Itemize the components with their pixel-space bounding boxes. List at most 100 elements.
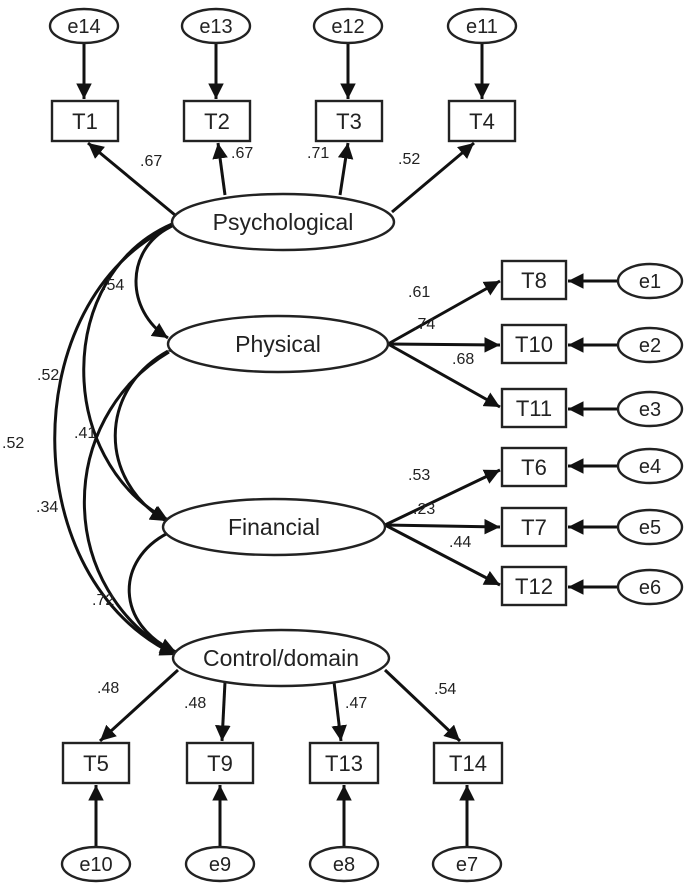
coef-psy-T3: .71 [307,145,329,162]
loading-paths [87,141,501,743]
svg-text:Psychological: Psychological [213,209,354,235]
svg-text:e14: e14 [67,16,100,38]
svg-text:T13: T13 [325,751,363,776]
indicator-T2: T2 [182,99,252,143]
error-e2: e2 [616,326,684,364]
error-e8: e8 [308,845,380,883]
svg-text:e12: e12 [331,16,364,38]
svg-text:T7: T7 [521,515,547,540]
indicator-T13: T13 [308,741,380,785]
coef-ctl-T9: .48 [184,695,206,712]
indicator-T4: T4 [447,99,517,143]
error-e12: e12 [312,7,384,45]
coef-phy-ctl: .34 [36,499,58,516]
svg-text:T9: T9 [207,751,233,776]
svg-text:e10: e10 [79,854,112,876]
svg-text:T5: T5 [83,751,109,776]
indicator-T1: T1 [50,99,120,143]
path-psy-T2 [212,142,228,196]
coef-psy-ctl: .52 [2,435,24,452]
corr-psy-ctl [53,212,190,657]
latent-physical: Physical [166,314,390,374]
error-nodes: e14 e13 e12 e11 e1 e2 e3 e4 e5 e6 e10 e9… [48,7,684,883]
latent-psychological: Psychological [170,192,396,252]
svg-text:e13: e13 [199,16,232,38]
coef-fin-T12: .44 [449,534,471,551]
path-fin-T12 [384,523,501,587]
latent-control-domain: Control/domain [171,628,391,688]
indicator-T5: T5 [61,741,131,785]
error-e6: e6 [616,568,684,606]
svg-text:T2: T2 [204,109,230,134]
indicator-T9: T9 [185,741,255,785]
indicator-nodes: T1 T2 T3 T4 T8 T10 T11 T6 T7 T12 T5 T9 T… [50,99,568,785]
coef-psy-T4: .52 [398,151,420,168]
error-e9: e9 [184,845,256,883]
coef-fin-T7: .23 [413,501,435,518]
error-e1: e1 [616,262,684,300]
path-psy-T1 [87,141,176,217]
path-fin-T7 [384,518,501,535]
svg-text:T3: T3 [336,109,362,134]
loading-labels: .67 .67 .71 .52 .61 .74 .68 .53 .23 .44 … [97,145,474,712]
svg-text:T14: T14 [449,751,487,776]
error-paths [76,44,618,847]
error-e10: e10 [60,845,132,883]
svg-text:e4: e4 [639,456,661,478]
svg-text:Control/domain: Control/domain [203,645,359,671]
error-e7: e7 [431,845,503,883]
corr-phy-ctl [82,337,187,657]
svg-text:e11: e11 [466,16,498,38]
path-phy-T10 [387,337,501,353]
svg-text:T10: T10 [515,332,553,357]
correlation-labels: .54 .52 .52 .41 .34 .72 [2,277,124,609]
latent-financial: Financial [161,497,387,557]
svg-text:T11: T11 [516,396,552,421]
path-phy-T11 [387,342,501,409]
svg-text:e3: e3 [639,399,661,421]
path-psy-T4 [391,141,475,214]
error-e14: e14 [48,7,120,45]
svg-text:T4: T4 [469,109,495,134]
svg-text:T12: T12 [515,574,553,599]
indicator-T14: T14 [432,741,504,785]
corr-fin-ctl [127,518,186,654]
svg-text:e2: e2 [639,335,661,357]
indicator-T6: T6 [500,446,568,488]
svg-text:Financial: Financial [228,514,320,540]
path-ctl-T13 [331,681,347,742]
error-e3: e3 [616,390,684,428]
svg-text:e1: e1 [639,271,661,293]
svg-text:T8: T8 [521,268,547,293]
coef-ctl-T14: .54 [434,681,456,698]
indicator-T7: T7 [500,506,568,548]
error-e5: e5 [616,508,684,546]
error-e4: e4 [616,447,684,485]
svg-text:e9: e9 [209,854,231,876]
path-phy-T8 [387,279,501,346]
coef-ctl-T13: .47 [345,695,367,712]
coef-psy-phy: .54 [102,277,124,294]
coef-ctl-T5: .48 [97,680,119,697]
coef-psy-T1: .67 [140,153,162,170]
correlation-paths [53,210,190,657]
corr-psy-fin [82,210,190,522]
svg-text:T1: T1 [72,109,98,134]
indicator-T11: T11 [500,387,568,429]
svg-text:e7: e7 [456,854,478,876]
coef-phy-T8: .61 [408,284,430,301]
svg-text:e6: e6 [639,577,661,599]
path-fin-T6 [384,468,501,527]
latent-nodes: Psychological Physical Financial Control… [161,192,396,688]
coef-phy-T11: .68 [452,351,474,368]
coef-fin-T6: .53 [408,467,430,484]
svg-text:T6: T6 [521,455,547,480]
indicator-T12: T12 [500,565,568,607]
indicator-T10: T10 [500,323,568,365]
error-e13: e13 [180,7,252,45]
path-ctl-T14 [383,668,462,743]
svg-text:e5: e5 [639,517,661,539]
coef-fin-ctl: .72 [92,592,114,609]
error-e11: e11 [446,7,518,45]
